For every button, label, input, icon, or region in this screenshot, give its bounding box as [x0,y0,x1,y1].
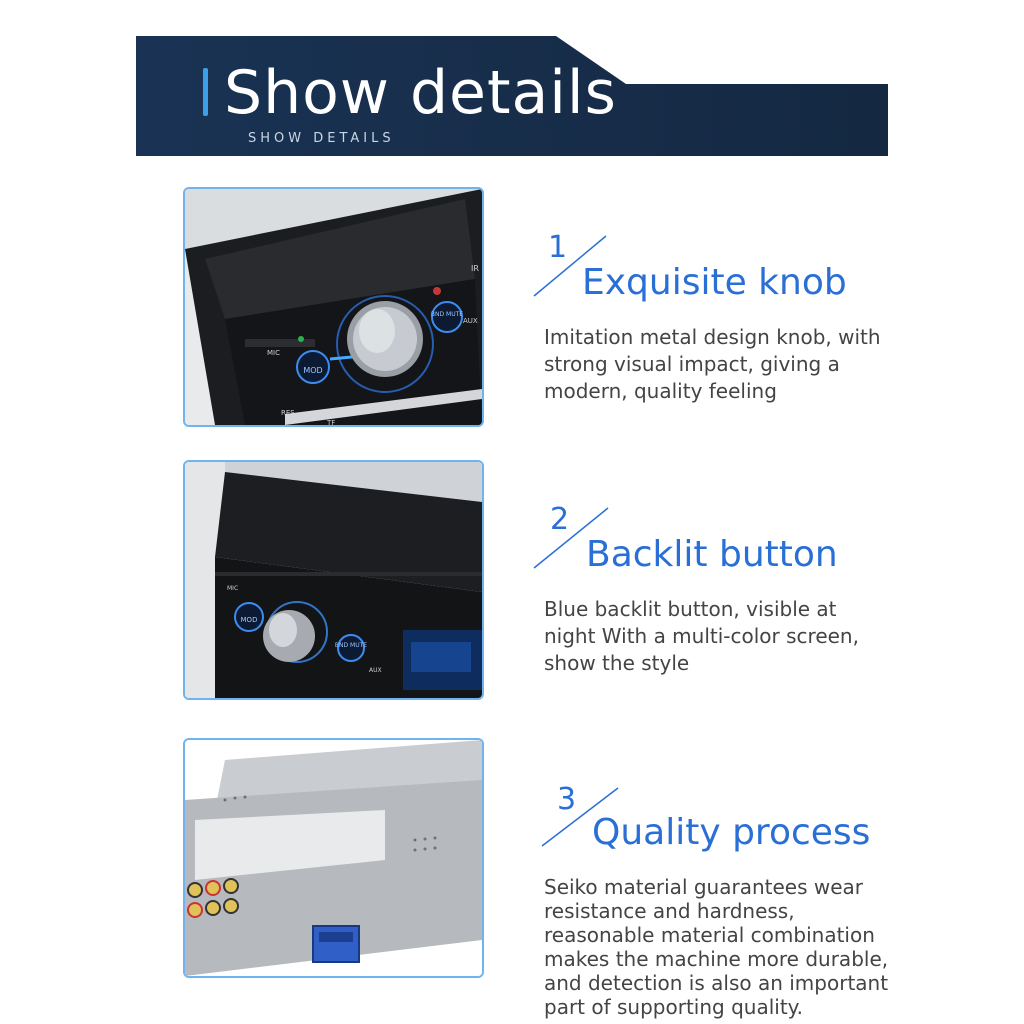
feature-title-1: Exquisite knob [582,262,847,303]
feature-number-3: 3 [557,782,577,817]
feature-number-1: 1 [548,230,568,265]
feature-number-2: 2 [550,502,570,537]
feature-image-chassis [183,738,484,978]
label-aux: AUX [463,317,478,325]
label-mod: MOD [303,366,322,375]
label-tf: TF [326,419,335,425]
label-mic-2: MIC [227,585,238,592]
label-ir: IR [471,264,479,273]
label-mod-2: MOD [241,616,258,624]
feature-slash-3 [541,787,619,847]
feature-image-backlit: MOD BND MUTE MIC AUX [183,460,484,700]
label-bnd-2: BND MUTE [335,642,367,649]
page-subtitle: SHOW DETAILS [248,131,395,146]
title-accent-bar [203,68,208,116]
label-aux-2: AUX [369,667,382,674]
feature-desc-1: Imitation metal design knob, with strong… [544,325,881,403]
page-title: Show details [224,58,617,128]
feature-title-3: Quality process [592,812,871,853]
feature-desc-3: Seiko material guarantees wear resistanc… [544,875,889,1019]
feature-image-knob: MOD BND MUTE MIC AUX IR RES TF [183,187,484,427]
feature-slash-1 [533,235,607,297]
feature-slash-2 [533,507,609,569]
label-res: RES [281,409,295,417]
label-mic: MIC [267,349,280,357]
header-banner [136,36,888,156]
feature-desc-2: Blue backlit button, visible at night Wi… [544,597,859,675]
feature-title-2: Backlit button [586,534,838,575]
label-bnd: BND MUTE [431,311,463,318]
